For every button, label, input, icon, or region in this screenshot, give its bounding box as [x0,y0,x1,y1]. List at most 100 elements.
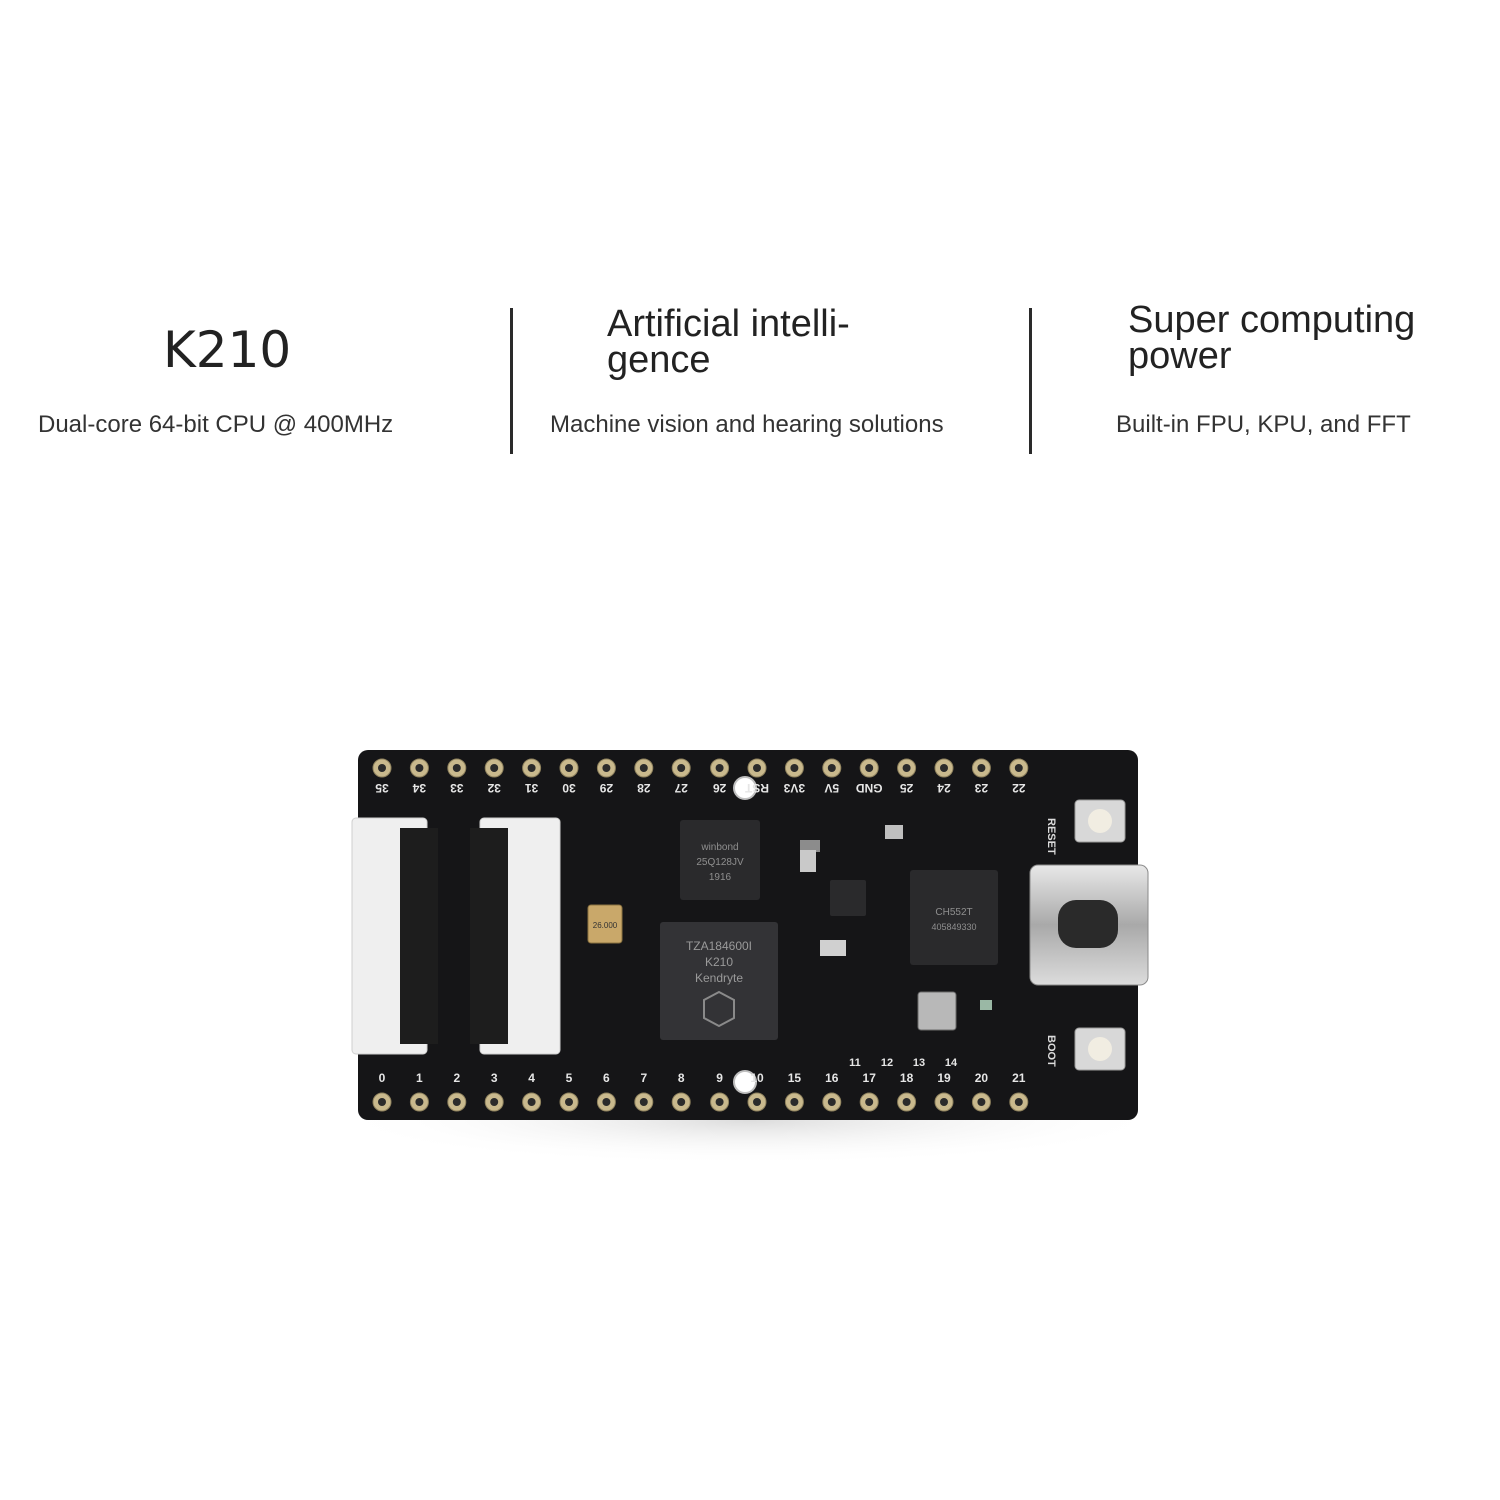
pin-hole [565,1098,573,1106]
usb-chip-label-1: CH552T [935,907,972,918]
divider [510,308,513,454]
pin-hole [378,1098,386,1106]
kendryte-logo [703,990,735,1028]
fpc-connector-slot [470,828,508,1044]
microphone [917,991,957,1031]
pin-label: 20 [975,1071,989,1085]
pin-hole [715,764,724,772]
boot-label: BOOT [1045,1035,1057,1067]
pin-hole [452,1098,461,1106]
k210-label-3: Kendryte [695,971,743,985]
reset-label: RESET [1045,818,1057,855]
pin-hole [602,764,611,772]
capacitor [820,940,846,956]
pin-hole [977,764,986,772]
pin-hole [790,1098,799,1106]
pin-hole [452,764,461,772]
feature-cpu: K210 Dual-core 64-bit CPU @ 400MHz [0,300,510,460]
pin-hole [415,764,424,772]
capacitor [800,840,820,852]
crystal-oscillator [587,904,623,944]
pin-label: 10 [750,1071,764,1085]
pin-hole [565,764,573,772]
pin-label: 13 [913,1057,925,1069]
pin-hole [865,1098,874,1106]
usb-c-opening [1058,900,1118,948]
pin-hole [827,764,836,772]
pin-hole [1014,764,1023,772]
pin-label: 30 [562,781,576,795]
pin-label: 25 [900,781,914,795]
feature-description: Built-in FPU, KPU, and FFT [1116,411,1411,438]
pin-hole [639,764,648,772]
pin-label: 23 [974,781,988,795]
feature-title: K210 [163,321,292,379]
small-ic [830,880,866,916]
pin-hole [790,764,799,772]
capacitor [800,850,816,872]
usb-controller-chip [910,870,998,965]
pin-label: 31 [525,781,539,795]
pin-hole [677,1098,686,1106]
pin-hole [902,1098,911,1106]
flash-label-1: winbond [700,842,738,853]
pin-label: 3 [491,1071,498,1085]
k210-label-1: TZA184600I [686,939,752,953]
pin-hole [940,764,948,772]
pin-hole [527,764,536,772]
feature-computing: Super computing power Built-in FPU, KPU,… [1040,300,1500,460]
pin-label: 9 [716,1071,723,1085]
feature-description: Dual-core 64-bit CPU @ 400MHz [38,411,394,438]
pin-hole [827,1098,836,1106]
pin-label: 18 [900,1071,914,1085]
flash-label-2: 25Q128JV [696,857,744,868]
pin-hole [865,764,874,772]
pin-hole [527,1098,536,1106]
pin-label: GND [856,781,883,795]
mounting-hole [733,1070,757,1094]
feature-title: Artificial intelli- gence [607,303,850,381]
pin-label: 21 [1012,1071,1026,1085]
pin-hole [940,1098,948,1106]
feature-ai: Artificial intelli- gence Machine vision… [520,300,1025,460]
pin-label: 12 [881,1057,893,1069]
fpc-connector-slot [400,828,438,1044]
pin-label: 1 [416,1071,423,1085]
capacitor [885,825,903,839]
led [980,1000,992,1010]
pin-label: 0 [379,1071,386,1085]
pin-hole [715,1098,724,1106]
pin-label: 29 [599,781,613,795]
upper-small-labels: 11 12 13 14 [849,1057,958,1069]
pin-label: 17 [863,1071,877,1085]
pin-label: 24 [937,781,951,795]
feature-description: Machine vision and hearing solutions [550,411,944,438]
pin-label: 3V3 [783,781,805,795]
pin-label: 27 [674,781,688,795]
pin-hole [902,764,911,772]
pin-label: RST [744,781,769,795]
boot-button-cap [1088,1037,1112,1061]
k210-chip [660,922,778,1040]
pin-label: 16 [825,1071,839,1085]
flash-label-3: 1916 [709,872,732,883]
pin-label: 22 [1012,781,1026,795]
pin-label: 15 [788,1071,802,1085]
flash-chip [680,820,760,900]
pin-hole [415,1098,424,1106]
pin-label: 5V [824,781,839,795]
mounting-hole [733,776,757,800]
pin-hole [490,764,499,772]
pin-label: 32 [487,781,501,795]
pin-hole [753,764,761,772]
crystal-label: 26.000 [593,921,618,930]
pin-hole [753,1098,761,1106]
pin-label: 5 [566,1071,573,1085]
pin-label: 4 [528,1071,535,1085]
pin-label: 11 [849,1057,861,1069]
pin-label: 14 [945,1057,958,1069]
pin-hole [677,764,686,772]
divider [1029,308,1032,454]
